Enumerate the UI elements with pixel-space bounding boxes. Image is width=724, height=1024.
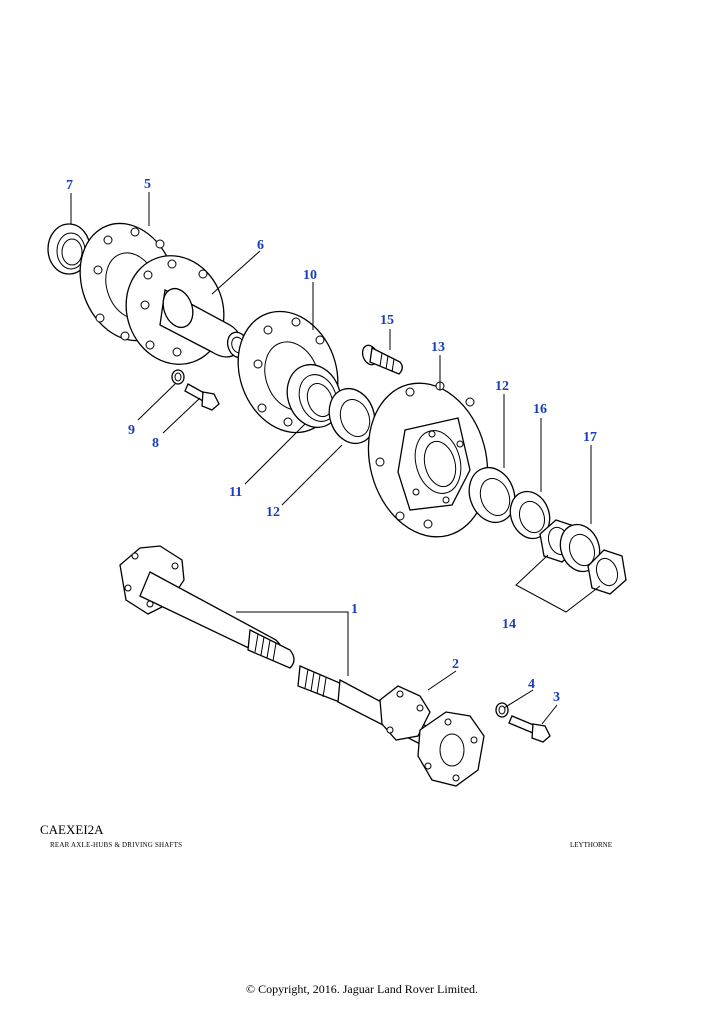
illustration-code: CAEXEI2A (40, 822, 104, 837)
callout-1[interactable]: 1 (351, 602, 358, 617)
illustration-title: REAR AXLE-HUBS & DRIVING SHAFTS (50, 841, 183, 849)
bolt-part-8 (184, 383, 220, 411)
callout-3[interactable]: 3 (553, 690, 560, 705)
callout-7[interactable]: 7 (66, 178, 73, 193)
callout-13[interactable]: 13 (431, 340, 445, 355)
callout-5[interactable]: 5 (144, 177, 151, 192)
callout-11[interactable]: 11 (229, 485, 242, 500)
bolt-part-3 (508, 715, 551, 743)
hub-part-13 (367, 381, 489, 538)
bearing-part-11 (286, 363, 342, 429)
callout-8[interactable]: 8 (152, 436, 159, 451)
oil-seal-part-12-left (328, 387, 376, 445)
driving-shaft-part-1 (119, 545, 485, 787)
stub-axle-part-6 (125, 255, 250, 365)
callout-labels: 7 5 6 10 15 13 12 16 17 9 8 11 12 1 14 2… (66, 177, 597, 705)
callout-17[interactable]: 17 (583, 430, 597, 445)
callout-6[interactable]: 6 (257, 238, 264, 253)
spring-washer-part-4 (495, 702, 509, 718)
callout-2[interactable]: 2 (452, 657, 459, 672)
illustration-site: LEYTHORNE (570, 841, 612, 849)
thrust-washer-part-17 (559, 523, 601, 573)
spring-washer-part-9 (171, 369, 185, 385)
callout-4[interactable]: 4 (528, 677, 535, 692)
oil-seal-part-12-right (468, 466, 516, 524)
lock-washer-part-16 (509, 490, 551, 540)
copyright-notice: © Copyright, 2016. Jaguar Land Rover Lim… (245, 982, 479, 996)
callout-16[interactable]: 16 (533, 402, 547, 417)
callout-15[interactable]: 15 (380, 313, 394, 328)
wheel-stud-part-15 (361, 344, 403, 375)
callout-9[interactable]: 9 (128, 423, 135, 438)
hub-nut-part-14-b (587, 549, 627, 595)
callout-12-lower[interactable]: 12 (266, 505, 280, 520)
callout-12-upper[interactable]: 12 (495, 379, 509, 394)
callout-14[interactable]: 14 (502, 617, 516, 632)
leader-lines (70, 192, 601, 725)
callout-10[interactable]: 10 (303, 268, 317, 283)
